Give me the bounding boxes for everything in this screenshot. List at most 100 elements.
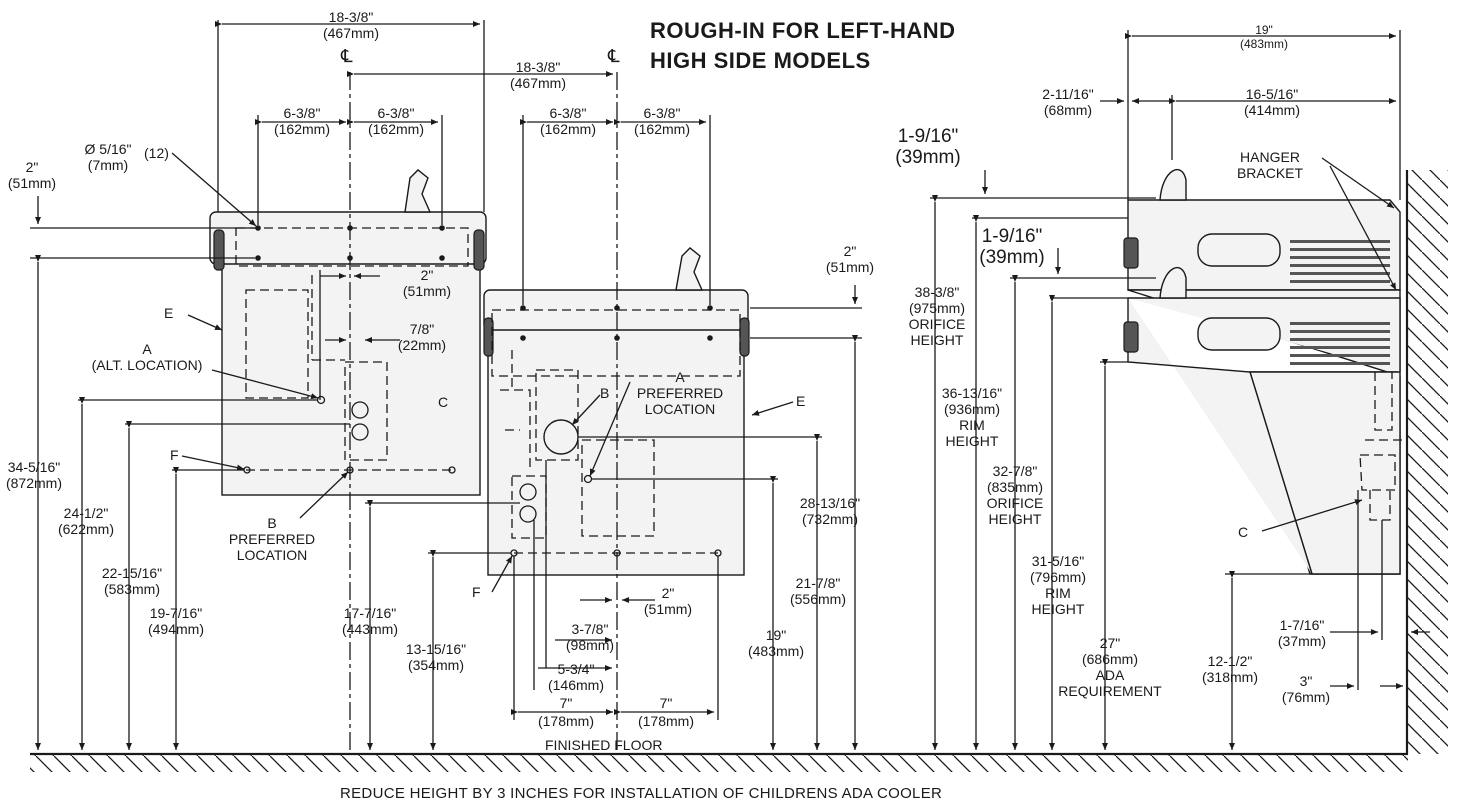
dimension-label-front-view-top-width-0: 18-3/8" [329, 9, 374, 25]
dimension-label-side-view-d-1-7-0: 1-7/16" [1280, 617, 1325, 633]
front-leaders [171, 152, 794, 593]
dimension-label-side-view-d-2-11-1: (68mm) [1044, 102, 1092, 118]
dimension-label-front-view-left-2in-1: (51mm) [8, 175, 56, 191]
front-dimension-lines [30, 20, 862, 750]
dimension-label-side-view-h-32-0: 32-7/8" [993, 463, 1038, 479]
dimension-label-side-view-d-1-7-1: (37mm) [1278, 633, 1326, 649]
dimension-label-front-view-b-pref-0: B [267, 515, 276, 531]
dimension-label-front-view-right-2in-0: 2" [844, 243, 857, 259]
footer-note: REDUCE HEIGHT BY 3 INCHES FOR INSTALLATI… [340, 785, 942, 802]
dimension-label-front-view-h-21-0: 21-7/8" [796, 575, 841, 591]
dimension-label-front-view-h-19-1: (483mm) [748, 643, 804, 659]
centerline-symbol-1: ℄ [340, 46, 353, 66]
dimension-label-front-view-h-13-0: 13-15/16" [406, 641, 466, 657]
dimension-label-front-view-a-alt-0: A [142, 341, 152, 357]
dimension-label-front-view-h-17-1: (443mm) [342, 621, 398, 637]
dimension-label-side-view-h-27-2: ADA [1096, 667, 1125, 683]
dimension-label-front-view-w-3-7-1: (98mm) [566, 637, 614, 653]
dimension-label-side-view-d-1-9-a-0: 1-9/16" [898, 126, 959, 147]
dimension-label-side-view-h-31-1: (796mm) [1030, 569, 1086, 585]
dimension-label-front-view-h-19-0: 19" [766, 627, 787, 643]
dimension-label-front-view-h-24-0: 24-1/2" [64, 505, 109, 521]
dimension-label-side-view-h-31-2: RIM [1045, 585, 1071, 601]
dimension-label-front-view-h-19-7-0: 19-7/16" [150, 605, 202, 621]
dimension-label-front-view-top-width-1: (467mm) [323, 25, 379, 41]
dimension-label-front-view-w-2in-0: 2" [662, 585, 675, 601]
dimension-label-side-view-h-36-2: RIM [959, 417, 985, 433]
dimension-label-front-view-h-28-1: (732mm) [802, 511, 858, 527]
dimension-label-side-view-d-16-0: 16-5/16" [1246, 86, 1298, 102]
side-view-unit [1123, 168, 1405, 575]
dimension-label-front-view-h-24-1: (622mm) [58, 521, 114, 537]
dimension-label-front-view-a-pref-2: LOCATION [645, 401, 716, 417]
dimension-label-side-view-h-12-1: (318mm) [1202, 669, 1258, 685]
dimension-label-front-view-hole-count: (12) [144, 145, 169, 161]
dimension-label-front-view-w-7a-1: (178mm) [538, 713, 594, 729]
dimension-label-front-view-w-7b-0: 7" [660, 695, 673, 711]
dimension-label-front-view-upper-right-offset-0: 6-3/8" [378, 105, 415, 121]
dimension-label-front-view-h-34-1: (872mm) [6, 475, 62, 491]
dimension-label-front-view-h-22-0: 22-15/16" [102, 565, 162, 581]
dimension-label-side-view-h-31-0: 31-5/16" [1032, 553, 1084, 569]
dimension-label-front-view-b-pref-1: PREFERRED [229, 531, 315, 547]
dimension-label-front-view-b-pref-2: LOCATION [237, 547, 308, 563]
dimension-label-front-view-a-pref-1: PREFERRED [637, 385, 723, 401]
dimension-label-side-view-h-38-3: HEIGHT [911, 332, 964, 348]
dimension-label-side-view-d-3-0: 3" [1300, 673, 1313, 689]
finished-floor-label: FINISHED FLOOR [545, 737, 662, 753]
dimension-label-side-view-hanger-1: BRACKET [1237, 165, 1304, 181]
dimension-label-side-view-d-1-9-b-0: 1-9/16" [982, 226, 1043, 247]
dimension-label-side-view-d-2-11-0: 2-11/16" [1042, 86, 1093, 102]
dimension-label-front-view-upper-2in-0: 2" [421, 267, 434, 283]
side-view-labels: 19" (483mm) 2-11/16" (68mm) 16-5/16" (41… [895, 23, 1330, 705]
dimension-label-front-view-mid-width-0: 18-3/8" [516, 59, 561, 75]
dimension-label-front-view-left-2in-0: 2" [26, 159, 39, 175]
dimension-label-front-view-a-alt-1: (ALT. LOCATION) [92, 357, 203, 373]
dimension-label-side-view-h-36-0: 36-13/16" [942, 385, 1002, 401]
dimension-label-side-view-h-38-1: (975mm) [909, 300, 965, 316]
dimension-label-side-view-h-38-2: ORIFICE [909, 316, 966, 332]
dimension-label-side-view-h-27-3: REQUIREMENT [1058, 683, 1162, 699]
front-view-labels: 18-3/8" (467mm) 18-3/8" (467mm) 6-3/8" (… [6, 9, 874, 729]
dimension-label-front-view-h-34-0: 34-5/16" [8, 459, 60, 475]
dimension-label-front-view-right-2in-1: (51mm) [826, 259, 874, 275]
dimension-label-side-view-h-27-1: (686mm) [1082, 651, 1138, 667]
dimension-label-side-view-d-1-9-b-1: (39mm) [979, 247, 1044, 268]
dimension-label-side-view-h-32-2: ORIFICE [987, 495, 1044, 511]
dimension-label-front-view-lower-left-offset-1: (162mm) [540, 121, 596, 137]
dimension-label-front-view-lower-left-offset-0: 6-3/8" [550, 105, 587, 121]
dimension-label-side-view-h-38-0: 38-3/8" [915, 284, 960, 300]
dimension-label-side-view-d-3-1: (76mm) [1282, 689, 1330, 705]
dimension-label-front-view-b-label: B [600, 385, 609, 401]
dimension-label-side-view-h-36-3: HEIGHT [946, 433, 999, 449]
dimension-label-front-view-w-7a-0: 7" [560, 695, 573, 711]
dimension-label-front-view-w-3-7-0: 3-7/8" [572, 621, 609, 637]
side-dimension-lines [930, 30, 1430, 750]
dimension-label-front-view-h-17-0: 17-7/16" [344, 605, 396, 621]
dimension-label-front-view-upper-left-offset-1: (162mm) [274, 121, 330, 137]
dimension-label-front-view-a-pref-0: A [675, 369, 685, 385]
upper-unit [209, 169, 487, 496]
dimension-label-front-view-seven-eighths-0: 7/8" [410, 321, 434, 337]
dimension-label-front-view-f-label: F [472, 584, 481, 600]
title-line-1: ROUGH-IN FOR LEFT-HAND [650, 18, 956, 43]
dimension-label-front-view-hole-dia-1: (7mm) [88, 157, 128, 173]
dimension-label-front-view-mid-width-1: (467mm) [510, 75, 566, 91]
dimension-label-side-view-hanger-0: HANGER [1240, 149, 1300, 165]
dimension-label-side-view-h-32-1: (835mm) [987, 479, 1043, 495]
dimension-label-front-view-h-21-1: (556mm) [790, 591, 846, 607]
dimension-label-side-view-width-19-1: (483mm) [1240, 37, 1288, 51]
title-line-2: HIGH SIDE MODELS [650, 48, 871, 73]
dimension-label-front-view-h-19-7-1: (494mm) [148, 621, 204, 637]
dimension-label-front-view-w-2in-1: (51mm) [644, 601, 692, 617]
dimension-label-side-view-d-1-9-a-1: (39mm) [895, 147, 960, 168]
finished-floor [30, 752, 1408, 772]
dimension-label-front-view-hole-dia-0: Ø 5/16" [85, 141, 132, 157]
dimension-label-side-view-h-36-1: (936mm) [944, 401, 1000, 417]
dimension-label-front-view-upper-right-offset-1: (162mm) [368, 121, 424, 137]
dimension-label-front-view-c-label: C [438, 394, 448, 410]
dimension-label-front-view-f-label: F [170, 447, 179, 463]
dimension-label-front-view-h-28-0: 28-13/16" [800, 495, 860, 511]
dimension-label-front-view-seven-eighths-1: (22mm) [398, 337, 446, 353]
